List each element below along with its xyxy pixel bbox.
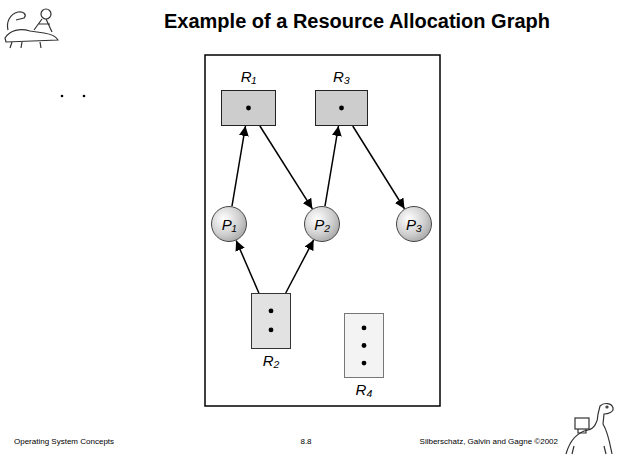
graph-edge — [286, 240, 314, 293]
resource-label: R₃ — [333, 68, 350, 85]
process-label: P₃ — [406, 216, 422, 233]
resource-label: R₁ — [241, 68, 257, 85]
resource-box: R₁ — [221, 90, 276, 126]
resource-box: R₃ — [315, 90, 368, 126]
instance-dot — [339, 105, 344, 110]
dinosaur-sketch — [566, 404, 613, 454]
instance-dot — [268, 327, 273, 332]
instance-dots — [221, 90, 276, 126]
resource-label: R₂ — [263, 352, 280, 369]
instance-dot — [361, 343, 366, 348]
resource-box: R₄ — [344, 313, 384, 378]
graph-edge — [232, 126, 245, 206]
graph-edge — [260, 126, 312, 209]
instance-dot — [361, 325, 366, 330]
resource-label: R₄ — [356, 381, 373, 398]
slide-title: Example of a Resource Allocation Graph — [164, 9, 550, 33]
footer-text: 8.8 — [300, 437, 311, 447]
instance-dots — [251, 293, 291, 349]
graph-edge — [236, 241, 259, 293]
resource-box: R₂ — [251, 293, 291, 349]
instance-dots — [344, 313, 384, 378]
graph-edge — [353, 126, 405, 209]
process-circle: P₁ — [211, 206, 247, 242]
instance-dots — [315, 90, 368, 126]
stray-dot — [61, 95, 64, 98]
process-circle: P₃ — [396, 206, 432, 242]
footer-text: Operating System Concepts — [14, 437, 114, 447]
process-label: P₂ — [314, 216, 330, 233]
graph-frame — [205, 55, 440, 406]
graph-edge — [325, 126, 338, 206]
process-label: P₁ — [222, 216, 237, 233]
instance-dot — [361, 360, 366, 365]
stray-dot — [83, 95, 86, 98]
footer-text: Silberschatz, Galvin and Gagne ©2002 — [420, 437, 558, 447]
dinosaur-sketch — [5, 9, 58, 48]
process-circle: P₂ — [304, 206, 340, 242]
instance-dot — [246, 105, 251, 110]
instance-dot — [268, 308, 273, 313]
